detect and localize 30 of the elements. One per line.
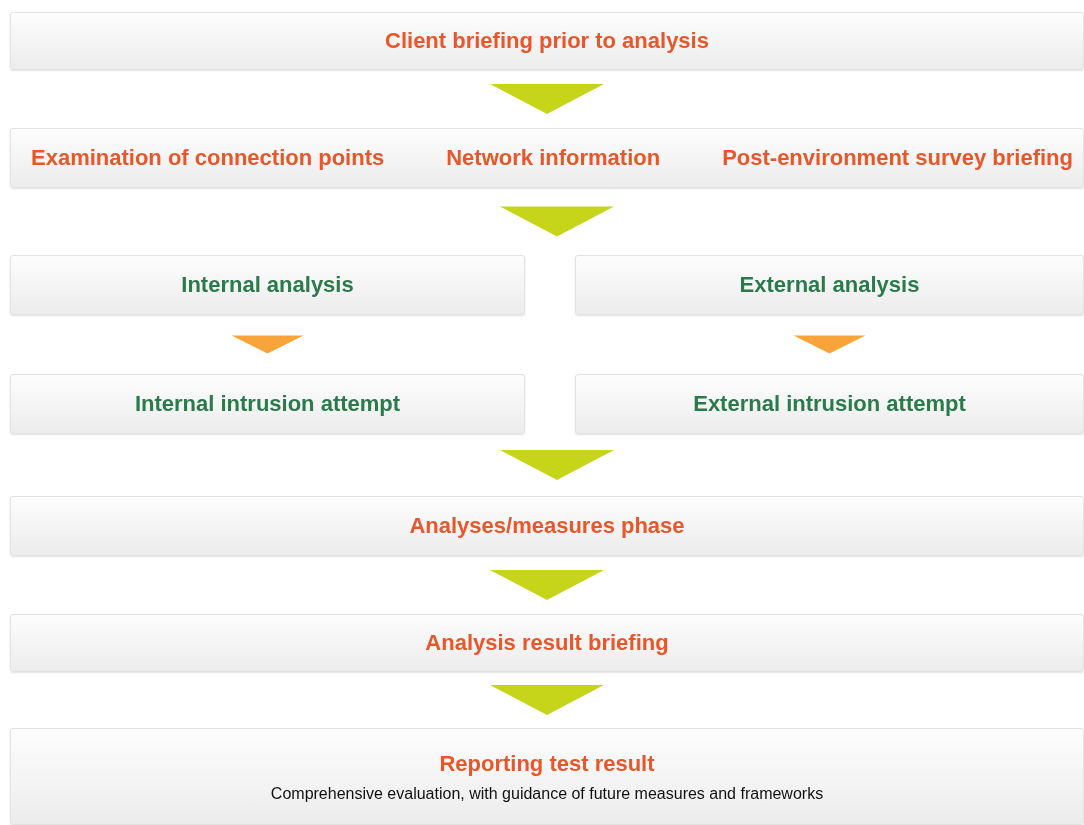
step-label: External intrusion attempt xyxy=(693,391,966,417)
step-label: Analysis result briefing xyxy=(425,630,669,656)
step-label: Post-environment survey briefing xyxy=(722,145,1073,171)
step-label: Internal intrusion attempt xyxy=(134,391,401,417)
chevron-arrow xyxy=(231,335,304,354)
description-text: Comprehensive evaluation, with guidance of future measures and frameworks xyxy=(270,784,824,803)
chevron-arrow xyxy=(490,570,604,600)
step-label: Internal analysis xyxy=(181,272,354,298)
process-box xyxy=(10,374,525,434)
chevron-arrow xyxy=(793,335,866,354)
process-box xyxy=(10,496,1084,556)
chevron-arrow xyxy=(557,450,614,480)
process-box xyxy=(10,12,1084,70)
chevron-arrow xyxy=(490,84,604,114)
chevron-arrow xyxy=(500,206,557,237)
chevron-arrow xyxy=(557,206,614,237)
process-box xyxy=(10,728,1084,825)
chevron-arrow xyxy=(500,450,557,480)
process-box xyxy=(575,255,1084,315)
chevron-arrow xyxy=(490,685,604,715)
step-label: Client briefing prior to analysis xyxy=(385,28,709,54)
process-box xyxy=(575,374,1084,434)
step-label: Examination of connection points xyxy=(31,145,385,171)
step-label: Reporting test result xyxy=(439,750,655,777)
process-box xyxy=(10,128,1084,188)
process-box xyxy=(10,255,525,315)
process-box xyxy=(10,614,1084,672)
step-label: Network information xyxy=(446,145,661,171)
step-label: External analysis xyxy=(739,272,920,298)
step-label: Analyses/measures phase xyxy=(409,513,685,539)
